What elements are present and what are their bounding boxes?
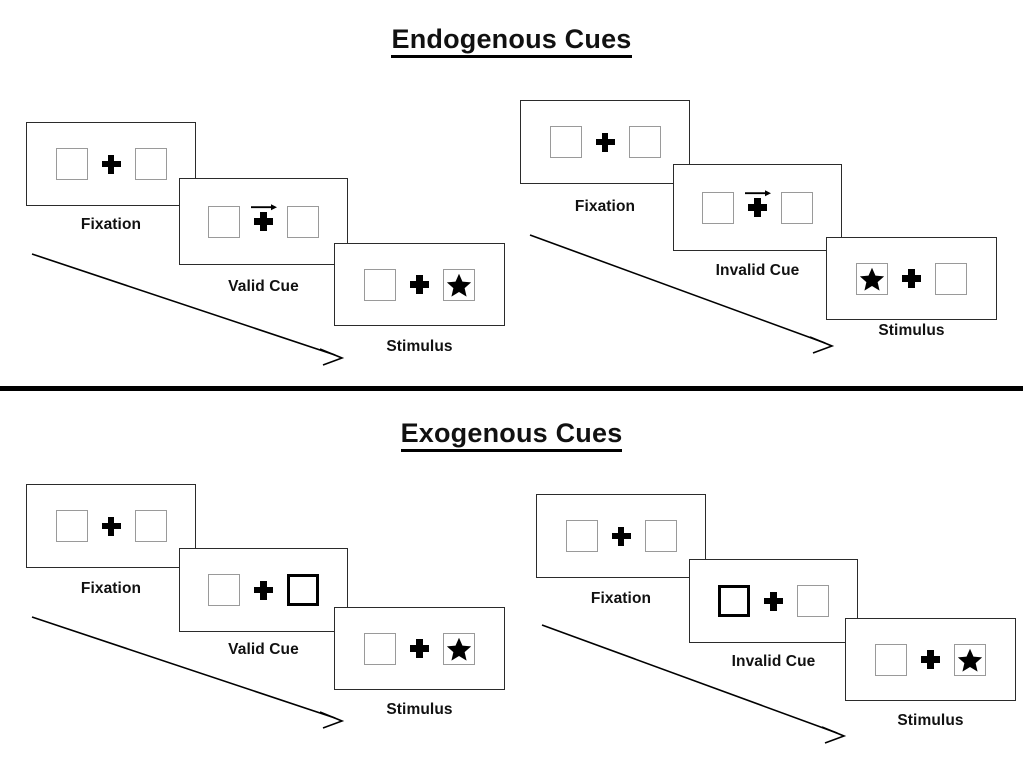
fixation-center (251, 203, 277, 238)
section-divider (0, 386, 1023, 391)
plus-icon (595, 132, 615, 152)
caption-endogenous-invalid-fixation: Fixation (574, 198, 636, 215)
placeholder-box-right (644, 520, 677, 552)
placeholder-box-left (875, 643, 907, 676)
panel-exogenous-invalid-fixation[interactable] (536, 494, 706, 578)
panel-content (827, 238, 996, 319)
panel-exogenous-valid-stimulus[interactable] (334, 607, 505, 690)
fixation-center (410, 269, 429, 301)
placeholder-box-right (935, 262, 967, 295)
star-icon (859, 267, 885, 291)
plus-icon (410, 639, 429, 658)
caption-endogenous-valid-stimulus: Stimulus (386, 338, 453, 355)
panel-content (27, 123, 195, 205)
plus-icon (921, 650, 940, 669)
placeholder-box-left (55, 510, 88, 542)
section-title-exogenous-text: Exogenous Cues (400, 418, 623, 452)
fixation-center (595, 126, 615, 158)
panel-content (674, 165, 841, 250)
panel-content (690, 560, 857, 642)
placeholder-box-left (364, 268, 396, 301)
plus-icon (611, 526, 631, 546)
caption-exogenous-invalid-stimulus: Stimulus (897, 712, 964, 729)
caption-endogenous-invalid-stimulus: Stimulus (878, 322, 945, 339)
panel-content (335, 244, 504, 325)
plus-icon (254, 212, 273, 231)
placeholder-box-right (628, 126, 661, 158)
fixation-center (254, 574, 273, 606)
plus-icon (748, 198, 767, 217)
placeholder-box-right (443, 632, 475, 665)
caption-endogenous-invalid-cue: Invalid Cue (715, 262, 800, 279)
star-icon (957, 648, 983, 672)
panel-endogenous-valid-stimulus[interactable] (334, 243, 505, 326)
panel-content (27, 485, 195, 567)
placeholder-box-left (565, 520, 598, 552)
panel-content (180, 179, 347, 264)
panel-exogenous-valid-fixation[interactable] (26, 484, 196, 568)
right-arrow-icon (251, 203, 277, 210)
fixation-center (764, 585, 783, 617)
placeholder-box-left (208, 205, 240, 238)
caption-exogenous-valid-cue: Valid Cue (228, 641, 299, 658)
placeholder-box-left (55, 148, 88, 180)
fixation-center (101, 148, 121, 180)
plus-icon (101, 516, 121, 536)
caption-exogenous-invalid-fixation: Fixation (590, 590, 652, 607)
section-title-endogenous: Endogenous Cues (0, 24, 1023, 58)
section-title-exogenous: Exogenous Cues (0, 418, 1023, 452)
placeholder-box-left (856, 262, 888, 295)
placeholder-box-left (702, 191, 734, 224)
panel-content (846, 619, 1015, 700)
placeholder-box-right (443, 268, 475, 301)
caption-exogenous-valid-stimulus: Stimulus (386, 701, 453, 718)
fixation-center (902, 263, 921, 295)
right-arrow-icon (745, 189, 771, 196)
fixation-center (745, 189, 771, 224)
placeholder-box-right (287, 205, 319, 238)
panel-exogenous-valid-cue[interactable] (179, 548, 348, 632)
placeholder-box-right (954, 643, 986, 676)
panel-endogenous-invalid-stimulus[interactable] (826, 237, 997, 320)
star-icon (446, 273, 472, 297)
panel-content (521, 101, 689, 183)
placeholder-box-left (549, 126, 582, 158)
panel-endogenous-valid-fixation[interactable] (26, 122, 196, 206)
panel-content (335, 608, 504, 689)
placeholder-box-right-cued (287, 574, 319, 606)
placeholder-box-right (781, 191, 813, 224)
placeholder-box-left-cued (718, 585, 750, 617)
caption-exogenous-invalid-cue: Invalid Cue (731, 653, 816, 670)
plus-icon (902, 269, 921, 288)
fixation-center (101, 510, 121, 542)
fixation-center (921, 644, 940, 676)
caption-endogenous-valid-fixation: Fixation (80, 216, 142, 233)
panel-endogenous-invalid-cue[interactable] (673, 164, 842, 251)
section-title-endogenous-text: Endogenous Cues (391, 24, 632, 58)
panel-endogenous-valid-cue[interactable] (179, 178, 348, 265)
caption-endogenous-valid-cue: Valid Cue (228, 278, 299, 295)
placeholder-box-left (364, 632, 396, 665)
plus-icon (254, 580, 273, 600)
panel-content (180, 549, 347, 631)
placeholder-box-right (134, 510, 167, 542)
plus-icon (764, 591, 783, 611)
placeholder-box-right (797, 585, 829, 617)
plus-icon (410, 275, 429, 294)
fixation-center (611, 520, 631, 552)
fixation-center (410, 633, 429, 665)
plus-icon (101, 154, 121, 174)
placeholder-box-right (134, 148, 167, 180)
caption-exogenous-valid-fixation: Fixation (80, 580, 142, 597)
panel-exogenous-invalid-cue[interactable] (689, 559, 858, 643)
star-icon (446, 637, 472, 661)
panel-exogenous-invalid-stimulus[interactable] (845, 618, 1016, 701)
panel-content (537, 495, 705, 577)
panel-endogenous-invalid-fixation[interactable] (520, 100, 690, 184)
placeholder-box-left (208, 574, 240, 606)
